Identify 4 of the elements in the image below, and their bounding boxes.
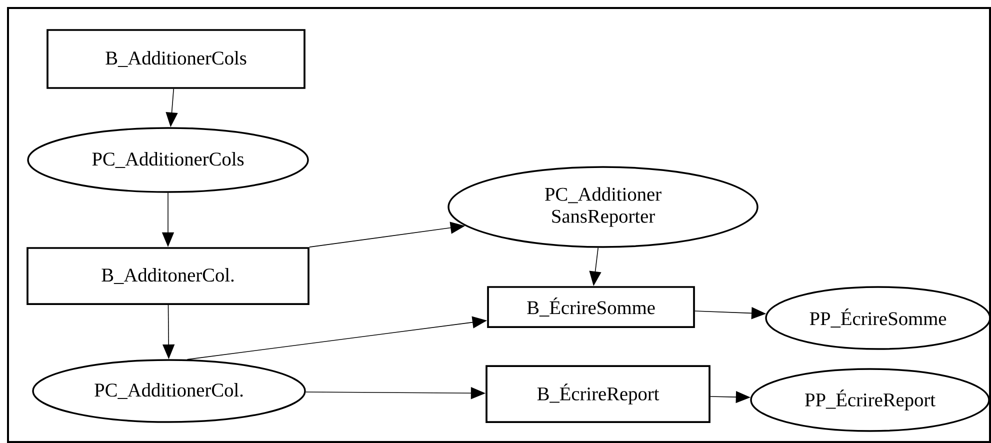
process-box: B_AdditonerCol. (26, 247, 310, 305)
process-box: B_ÉcrireReport (486, 365, 710, 423)
process-box: B_ÉcrireSomme (487, 286, 695, 328)
process-box: B_AdditionerCols (46, 29, 306, 89)
